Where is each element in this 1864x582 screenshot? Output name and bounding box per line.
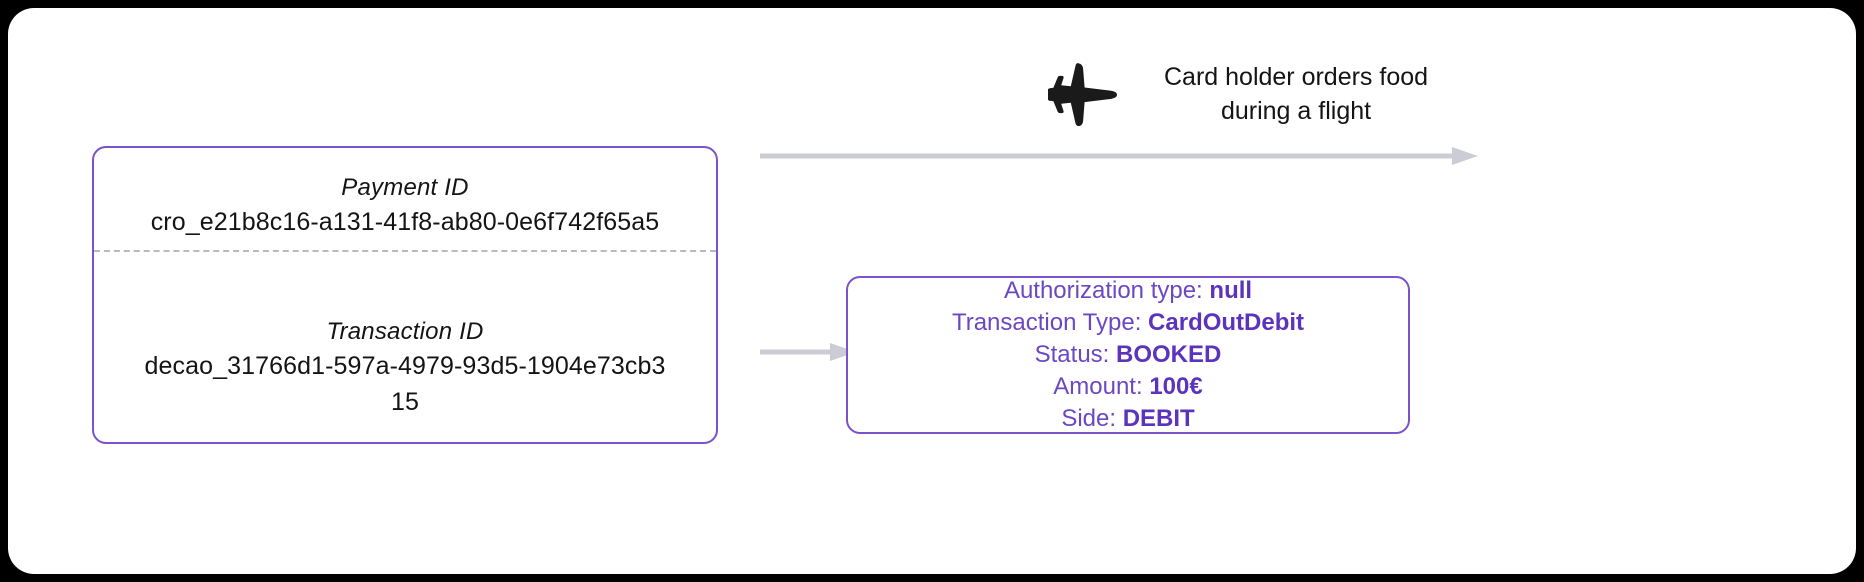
detail-label: Side: <box>1061 405 1117 432</box>
transaction-id-label: Transaction ID <box>326 318 484 345</box>
id-panel: Payment ID cro_e21b8c16-a131-41f8-ab80-0… <box>92 146 718 444</box>
connector-arrow <box>760 343 856 361</box>
scenario-annotation: Card holder orders food during a flight <box>1048 60 1428 128</box>
detail-row-amount: Amount: 100€ <box>1053 371 1202 403</box>
panel-divider <box>94 250 716 252</box>
detail-label: Authorization type: <box>1003 277 1203 304</box>
detail-value: 100€ <box>1149 373 1203 400</box>
detail-row-authorization-type: Authorization type: null <box>1004 275 1252 307</box>
payment-id-block: Payment ID cro_e21b8c16-a131-41f8-ab80-0… <box>94 172 716 240</box>
transaction-id-block: Transaction ID decao_31766d1-597a-4979-9… <box>94 316 716 420</box>
timeline-arrow <box>760 147 1478 165</box>
detail-row-side: Side: DEBIT <box>1061 403 1194 435</box>
detail-value: null <box>1209 277 1253 304</box>
scenario-caption: Card holder orders food during a flight <box>1164 63 1429 125</box>
airplane-icon <box>1048 62 1117 127</box>
detail-row-status: Status: BOOKED <box>1035 339 1222 371</box>
transaction-id-value: decao_31766d1-597a-4979-93d5-1904e73cb31… <box>144 352 666 416</box>
detail-label: Transaction Type: <box>951 309 1142 336</box>
detail-label: Status: <box>1034 341 1110 368</box>
card-surface: Payment ID cro_e21b8c16-a131-41f8-ab80-0… <box>8 8 1856 574</box>
detail-value: CardOutDebit <box>1148 309 1305 336</box>
detail-value: BOOKED <box>1116 341 1222 368</box>
payment-id-label: Payment ID <box>341 174 469 201</box>
detail-value: DEBIT <box>1122 405 1195 432</box>
transaction-detail-box: Authorization type: null Transaction Typ… <box>846 276 1410 434</box>
detail-row-transaction-type: Transaction Type: CardOutDebit <box>952 307 1304 339</box>
detail-label: Amount: <box>1053 373 1143 400</box>
payment-id-value: cro_e21b8c16-a131-41f8-ab80-0e6f742f65a5 <box>150 208 660 236</box>
